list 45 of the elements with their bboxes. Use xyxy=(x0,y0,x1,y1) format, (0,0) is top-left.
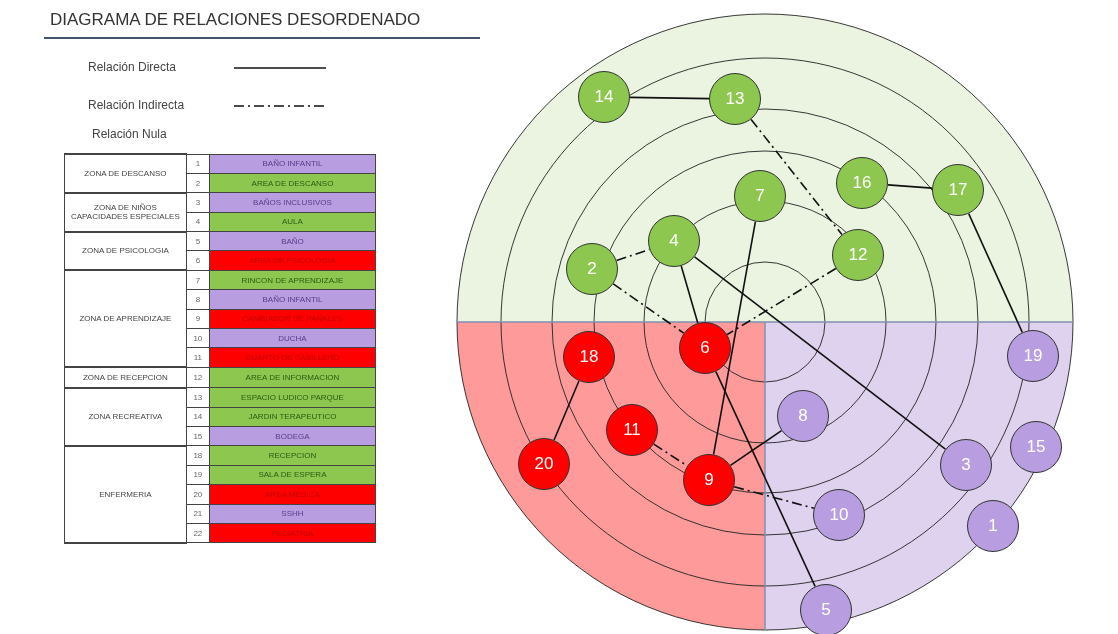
number-cell: 6 xyxy=(186,250,210,271)
legend-label: Relación Indirecta xyxy=(88,98,185,112)
indirect-relation-line xyxy=(726,267,837,336)
direct-relation-line xyxy=(712,220,757,456)
number-cell: 7 xyxy=(186,270,210,290)
number-cell: 12 xyxy=(186,367,210,388)
number-cell: 20 xyxy=(186,484,210,505)
direct-relation-line xyxy=(729,429,783,467)
number-cell: 19 xyxy=(186,465,210,485)
indirect-relation-line xyxy=(733,485,815,510)
indirect-relation-line xyxy=(750,118,843,236)
legend-label: Relación Directa xyxy=(88,60,177,74)
number-cell: 1 xyxy=(186,154,210,174)
zone-name-cell: ZONA DE PSICOLOGIA xyxy=(64,231,187,271)
direct-relation-line xyxy=(967,212,1024,334)
zone-name-cell: ZONA DE RECEPCION xyxy=(64,367,187,388)
zone-name-cell: ZONA DE DESCANSO xyxy=(64,154,187,193)
number-cell: 13 xyxy=(186,387,210,408)
direct-relation-line xyxy=(553,380,580,441)
number-cell: 21 xyxy=(186,504,210,524)
number-cell: 4 xyxy=(186,212,210,232)
legend-label: Relación Nula xyxy=(92,127,167,141)
number-cell: 14 xyxy=(186,407,210,427)
number-cell: 2 xyxy=(186,173,210,193)
number-cell: 15 xyxy=(186,426,210,446)
number-cell: 11 xyxy=(186,347,210,368)
zone-name-cell: ENFERMERIA xyxy=(64,445,187,543)
space-name-cell: BAÑO INFANTIL xyxy=(209,154,376,174)
indirect-relation-line xyxy=(612,283,685,334)
title: DIAGRAMA DE RELACIONES DESORDENADO xyxy=(50,10,421,30)
zone-name-cell: ZONA DE NIÑOS CAPACIDADES ESPECIALES xyxy=(64,192,187,232)
number-cell: 10 xyxy=(186,328,210,348)
direct-relation-line xyxy=(693,256,947,450)
zone-name-cell: ZONA RECREATIVA xyxy=(64,387,187,446)
number-cell: 22 xyxy=(186,523,210,543)
direct-relation-line xyxy=(680,265,699,324)
direct-relation-line xyxy=(887,184,933,189)
number-cell: 3 xyxy=(186,192,210,213)
direct-relation-line xyxy=(715,370,816,588)
number-cell: 5 xyxy=(186,231,210,251)
zone-name-cell: ZONA DE APRENDIZAJE xyxy=(64,270,187,368)
direct-relation-line xyxy=(629,96,710,100)
number-cell: 9 xyxy=(186,309,210,329)
number-cell: 18 xyxy=(186,445,210,466)
number-cell: 8 xyxy=(186,289,210,310)
